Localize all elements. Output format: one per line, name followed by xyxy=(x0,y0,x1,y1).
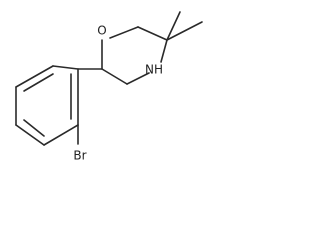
bond-c2-c3 xyxy=(101,68,128,85)
ring-bond-1 xyxy=(52,65,79,70)
bond-c6-o xyxy=(109,26,139,39)
bond-c5-c6 xyxy=(137,26,168,41)
ring-double-bond-2 xyxy=(23,119,45,137)
ring-bond-4 xyxy=(15,124,45,146)
methyl-bond-1 xyxy=(166,11,181,41)
ring-bond-2 xyxy=(15,65,54,88)
structure-diagram: O NH Br xyxy=(15,11,203,163)
methyl-bond-2 xyxy=(166,21,203,41)
bond-c3-n xyxy=(126,72,150,85)
ring-double-bond-1 xyxy=(23,73,54,92)
ring-bond-5 xyxy=(43,124,79,146)
bond-n-c5 xyxy=(160,39,168,63)
atom-label-bromine: Br xyxy=(73,149,86,163)
atom-label-oxygen: O xyxy=(97,24,106,38)
molecule-canvas: O NH Br xyxy=(0,0,220,166)
atom-label-nh: NH xyxy=(145,63,163,77)
